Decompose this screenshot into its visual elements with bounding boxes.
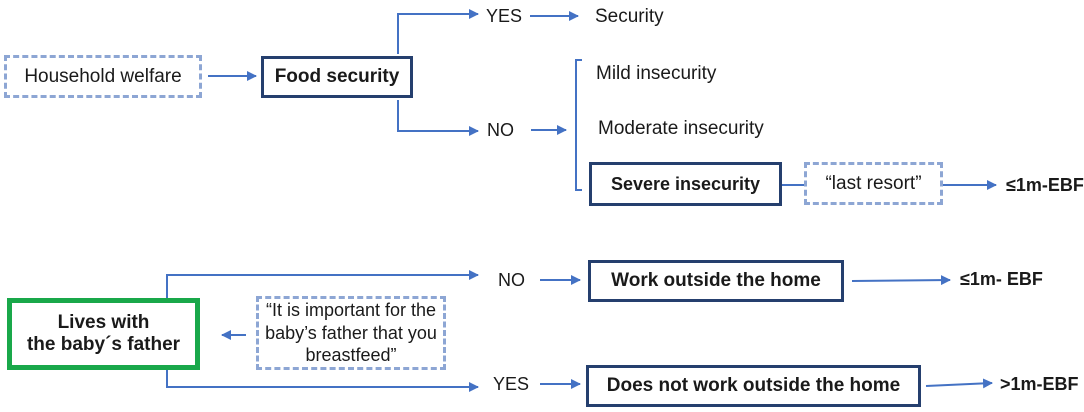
security-label: Security <box>595 6 664 27</box>
quote-line1: “It is important for the <box>265 300 437 321</box>
no-label-bottom: NO <box>498 270 525 290</box>
arrow-lives-to-no <box>166 270 479 300</box>
mild-insecurity-label: Mild insecurity <box>596 63 717 84</box>
severe-insecurity-box: Severe insecurity <box>589 162 782 206</box>
quote-box: “It is important for the baby’s father t… <box>256 296 446 370</box>
insecurity-bracket <box>575 59 582 191</box>
yes-label-top: YES <box>486 6 523 26</box>
moderate-insecurity-label: Moderate insecurity <box>598 118 764 139</box>
outcome-label-no: ≤1m- EBF <box>960 269 1043 289</box>
food-security-box: Food security <box>261 56 413 98</box>
lives-with-father-box: Lives with the baby´s father <box>7 298 200 370</box>
arrow-work-to-outcome <box>851 275 951 286</box>
lives-with-father-line1: Lives with <box>57 312 150 333</box>
arrow-lives-to-yes <box>166 368 479 392</box>
outcome-label-yes: >1m-EBF <box>1000 374 1079 394</box>
outcome-label-top: ≤1m-EBF <box>1006 175 1084 195</box>
household-welfare-box: Household welfare <box>4 55 202 98</box>
yes-label-bottom: YES <box>493 374 530 394</box>
lives-with-father-line2: the baby´s father <box>26 334 181 355</box>
not-work-outside-box: Does not work outside the home <box>586 365 921 407</box>
work-outside-label: Work outside the home <box>611 270 821 291</box>
no-label-top: NO <box>487 120 514 140</box>
food-security-label: Food security <box>274 66 400 87</box>
arrow-not-work-to-outcome <box>925 378 993 389</box>
not-work-outside-label: Does not work outside the home <box>606 375 901 396</box>
household-welfare-label: Household welfare <box>24 65 182 87</box>
work-outside-box: Work outside the home <box>588 260 844 302</box>
severe-insecurity-label: Severe insecurity <box>610 173 761 194</box>
quote-line3: breastfeed” <box>305 345 397 366</box>
last-resort-label: “last resort” <box>825 172 922 194</box>
last-resort-box: “last resort” <box>804 162 943 205</box>
quote-line2: baby’s father that you <box>265 322 437 343</box>
arrow-food-to-yes <box>397 9 479 54</box>
arrow-food-to-no <box>397 100 479 136</box>
